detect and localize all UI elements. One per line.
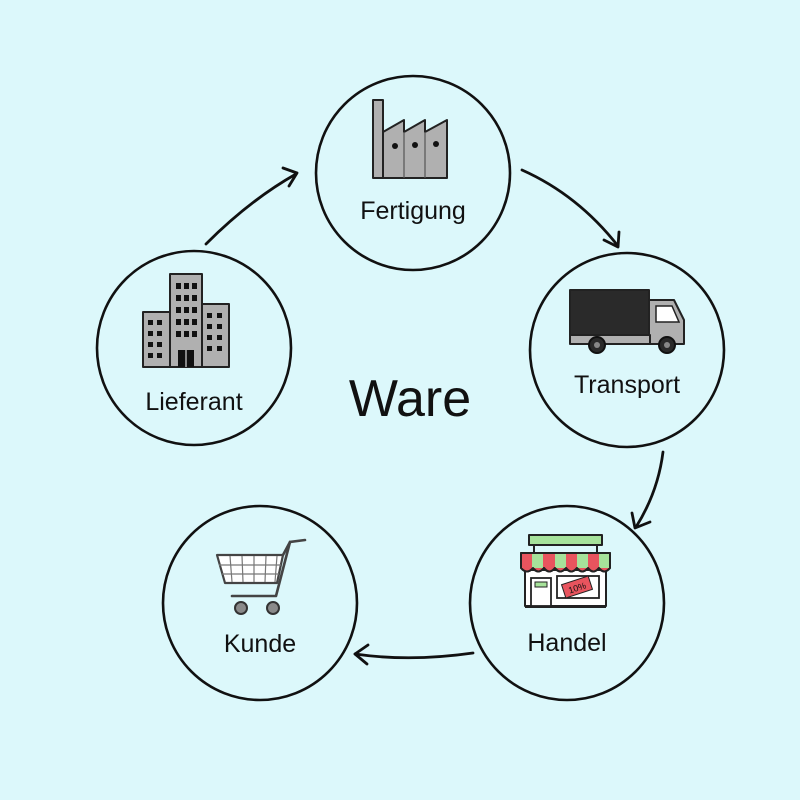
node-fertigung-circle bbox=[314, 74, 512, 272]
node-lieferant-circle bbox=[95, 249, 293, 447]
node-handel: 10% Handel bbox=[468, 504, 666, 702]
arrow-lieferant-to-fertigung bbox=[204, 166, 299, 246]
node-transport-label: Transport bbox=[574, 371, 680, 399]
node-kunde-label: Kunde bbox=[224, 630, 296, 658]
arrow-handel-to-kunde bbox=[353, 643, 475, 666]
node-fertigung-label: Fertigung bbox=[360, 197, 466, 225]
node-fertigung: Fertigung bbox=[314, 74, 512, 272]
node-lieferant: Lieferant bbox=[95, 249, 293, 447]
node-lieferant-label: Lieferant bbox=[145, 388, 242, 416]
node-kunde: Kunde bbox=[161, 504, 359, 702]
shopping-cart-icon bbox=[215, 538, 307, 615]
arrow-transport-to-handel bbox=[630, 450, 665, 530]
node-handel-label: Handel bbox=[527, 629, 606, 657]
arrow-fertigung-to-transport bbox=[520, 168, 621, 249]
edges bbox=[204, 166, 665, 666]
node-transport-circle bbox=[528, 251, 726, 449]
shop-icon: 10% bbox=[520, 534, 611, 608]
center-label: Ware bbox=[349, 370, 471, 428]
node-transport: Transport bbox=[528, 251, 726, 449]
office-building-icon bbox=[142, 273, 230, 368]
truck-icon bbox=[569, 289, 685, 354]
node-kunde-circle bbox=[161, 504, 359, 702]
node-handel-circle bbox=[468, 504, 666, 702]
factory-icon bbox=[372, 99, 448, 179]
